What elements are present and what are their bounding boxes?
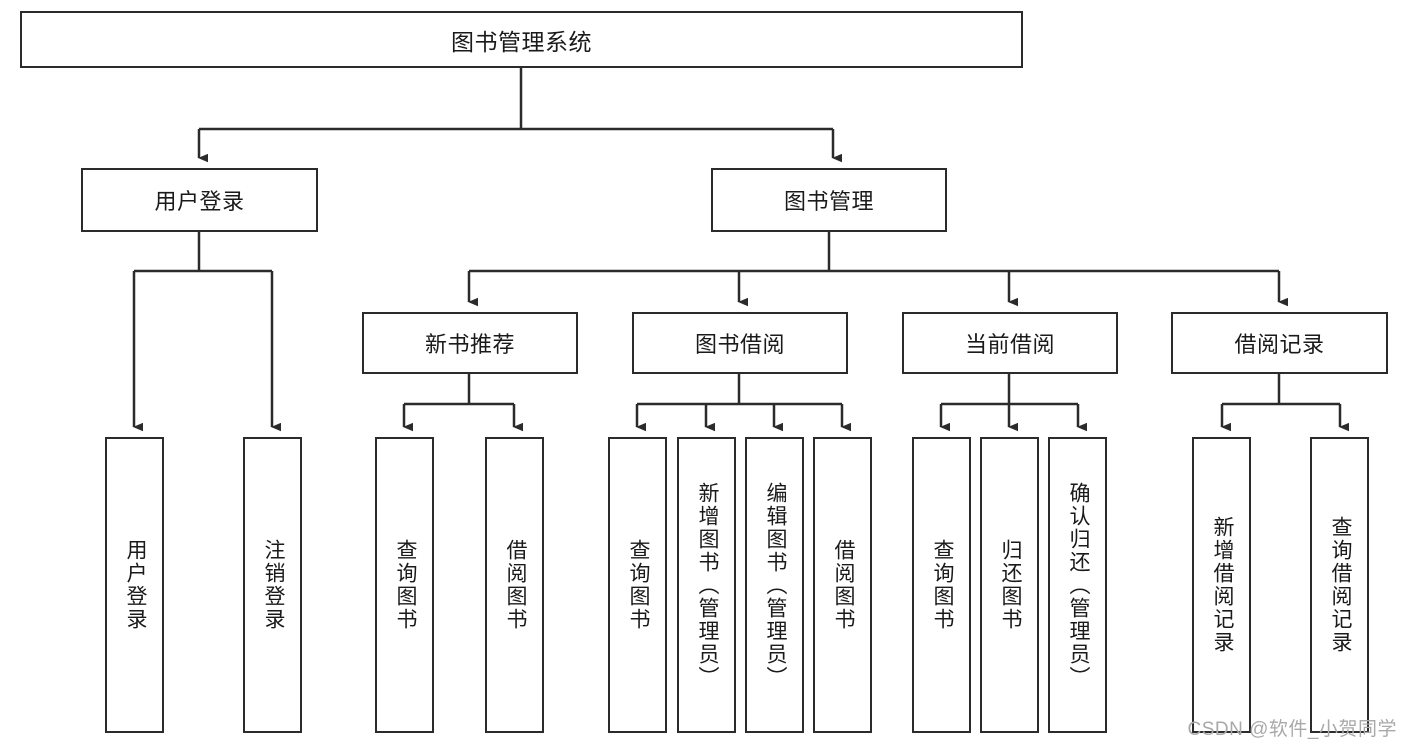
leaf-confirm-return-admin[interactable]: 确认归还（管理员） xyxy=(1048,437,1107,733)
leaf-query-borrow-record[interactable]: 查询借阅记录 xyxy=(1310,437,1369,733)
leaf-label: 新增借阅记录 xyxy=(1210,516,1234,654)
leaf-return-book[interactable]: 归还图书 xyxy=(980,437,1039,733)
node-current-borrow[interactable]: 当前借阅 xyxy=(902,312,1118,374)
node-book-borrow[interactable]: 图书借阅 xyxy=(632,312,848,374)
leaf-label: 新增图书（管理员） xyxy=(695,481,719,689)
node-book-manage[interactable]: 图书管理 xyxy=(711,168,947,232)
leaf-logout-login[interactable]: 注销登录 xyxy=(243,437,302,733)
leaf-label: 归还图书 xyxy=(998,539,1022,631)
leaf-label: 编辑图书（管理员） xyxy=(763,481,787,689)
leaf-edit-book-admin[interactable]: 编辑图书（管理员） xyxy=(745,437,804,733)
node-new-book-recommend[interactable]: 新书推荐 xyxy=(362,312,578,374)
leaf-label: 用户登录 xyxy=(123,539,147,631)
leaf-add-book-admin[interactable]: 新增图书（管理员） xyxy=(677,437,736,733)
leaf-label: 查询图书 xyxy=(393,539,417,631)
leaf-add-borrow-record[interactable]: 新增借阅记录 xyxy=(1192,437,1251,733)
leaf-query-book-borrow[interactable]: 查询图书 xyxy=(608,437,667,733)
leaf-borrow-book-recommend[interactable]: 借阅图书 xyxy=(485,437,544,733)
leaf-label: 借阅图书 xyxy=(831,539,855,631)
leaf-label: 注销登录 xyxy=(261,539,285,631)
node-root-system[interactable]: 图书管理系统 xyxy=(20,11,1023,68)
node-user-login[interactable]: 用户登录 xyxy=(81,168,318,232)
leaf-user-login[interactable]: 用户登录 xyxy=(105,437,164,733)
leaf-label: 查询图书 xyxy=(930,539,954,631)
leaf-label: 查询借阅记录 xyxy=(1328,516,1352,654)
csdn-watermark: CSDN @软件_小贺同学 xyxy=(1187,719,1397,740)
leaf-query-book-recommend[interactable]: 查询图书 xyxy=(375,437,434,733)
leaf-label: 查询图书 xyxy=(626,539,650,631)
leaf-label: 借阅图书 xyxy=(503,539,527,631)
node-borrow-record[interactable]: 借阅记录 xyxy=(1171,312,1388,374)
leaf-borrow-book[interactable]: 借阅图书 xyxy=(813,437,872,733)
leaf-label: 确认归还（管理员） xyxy=(1066,481,1090,689)
leaf-query-book-current[interactable]: 查询图书 xyxy=(912,437,971,733)
